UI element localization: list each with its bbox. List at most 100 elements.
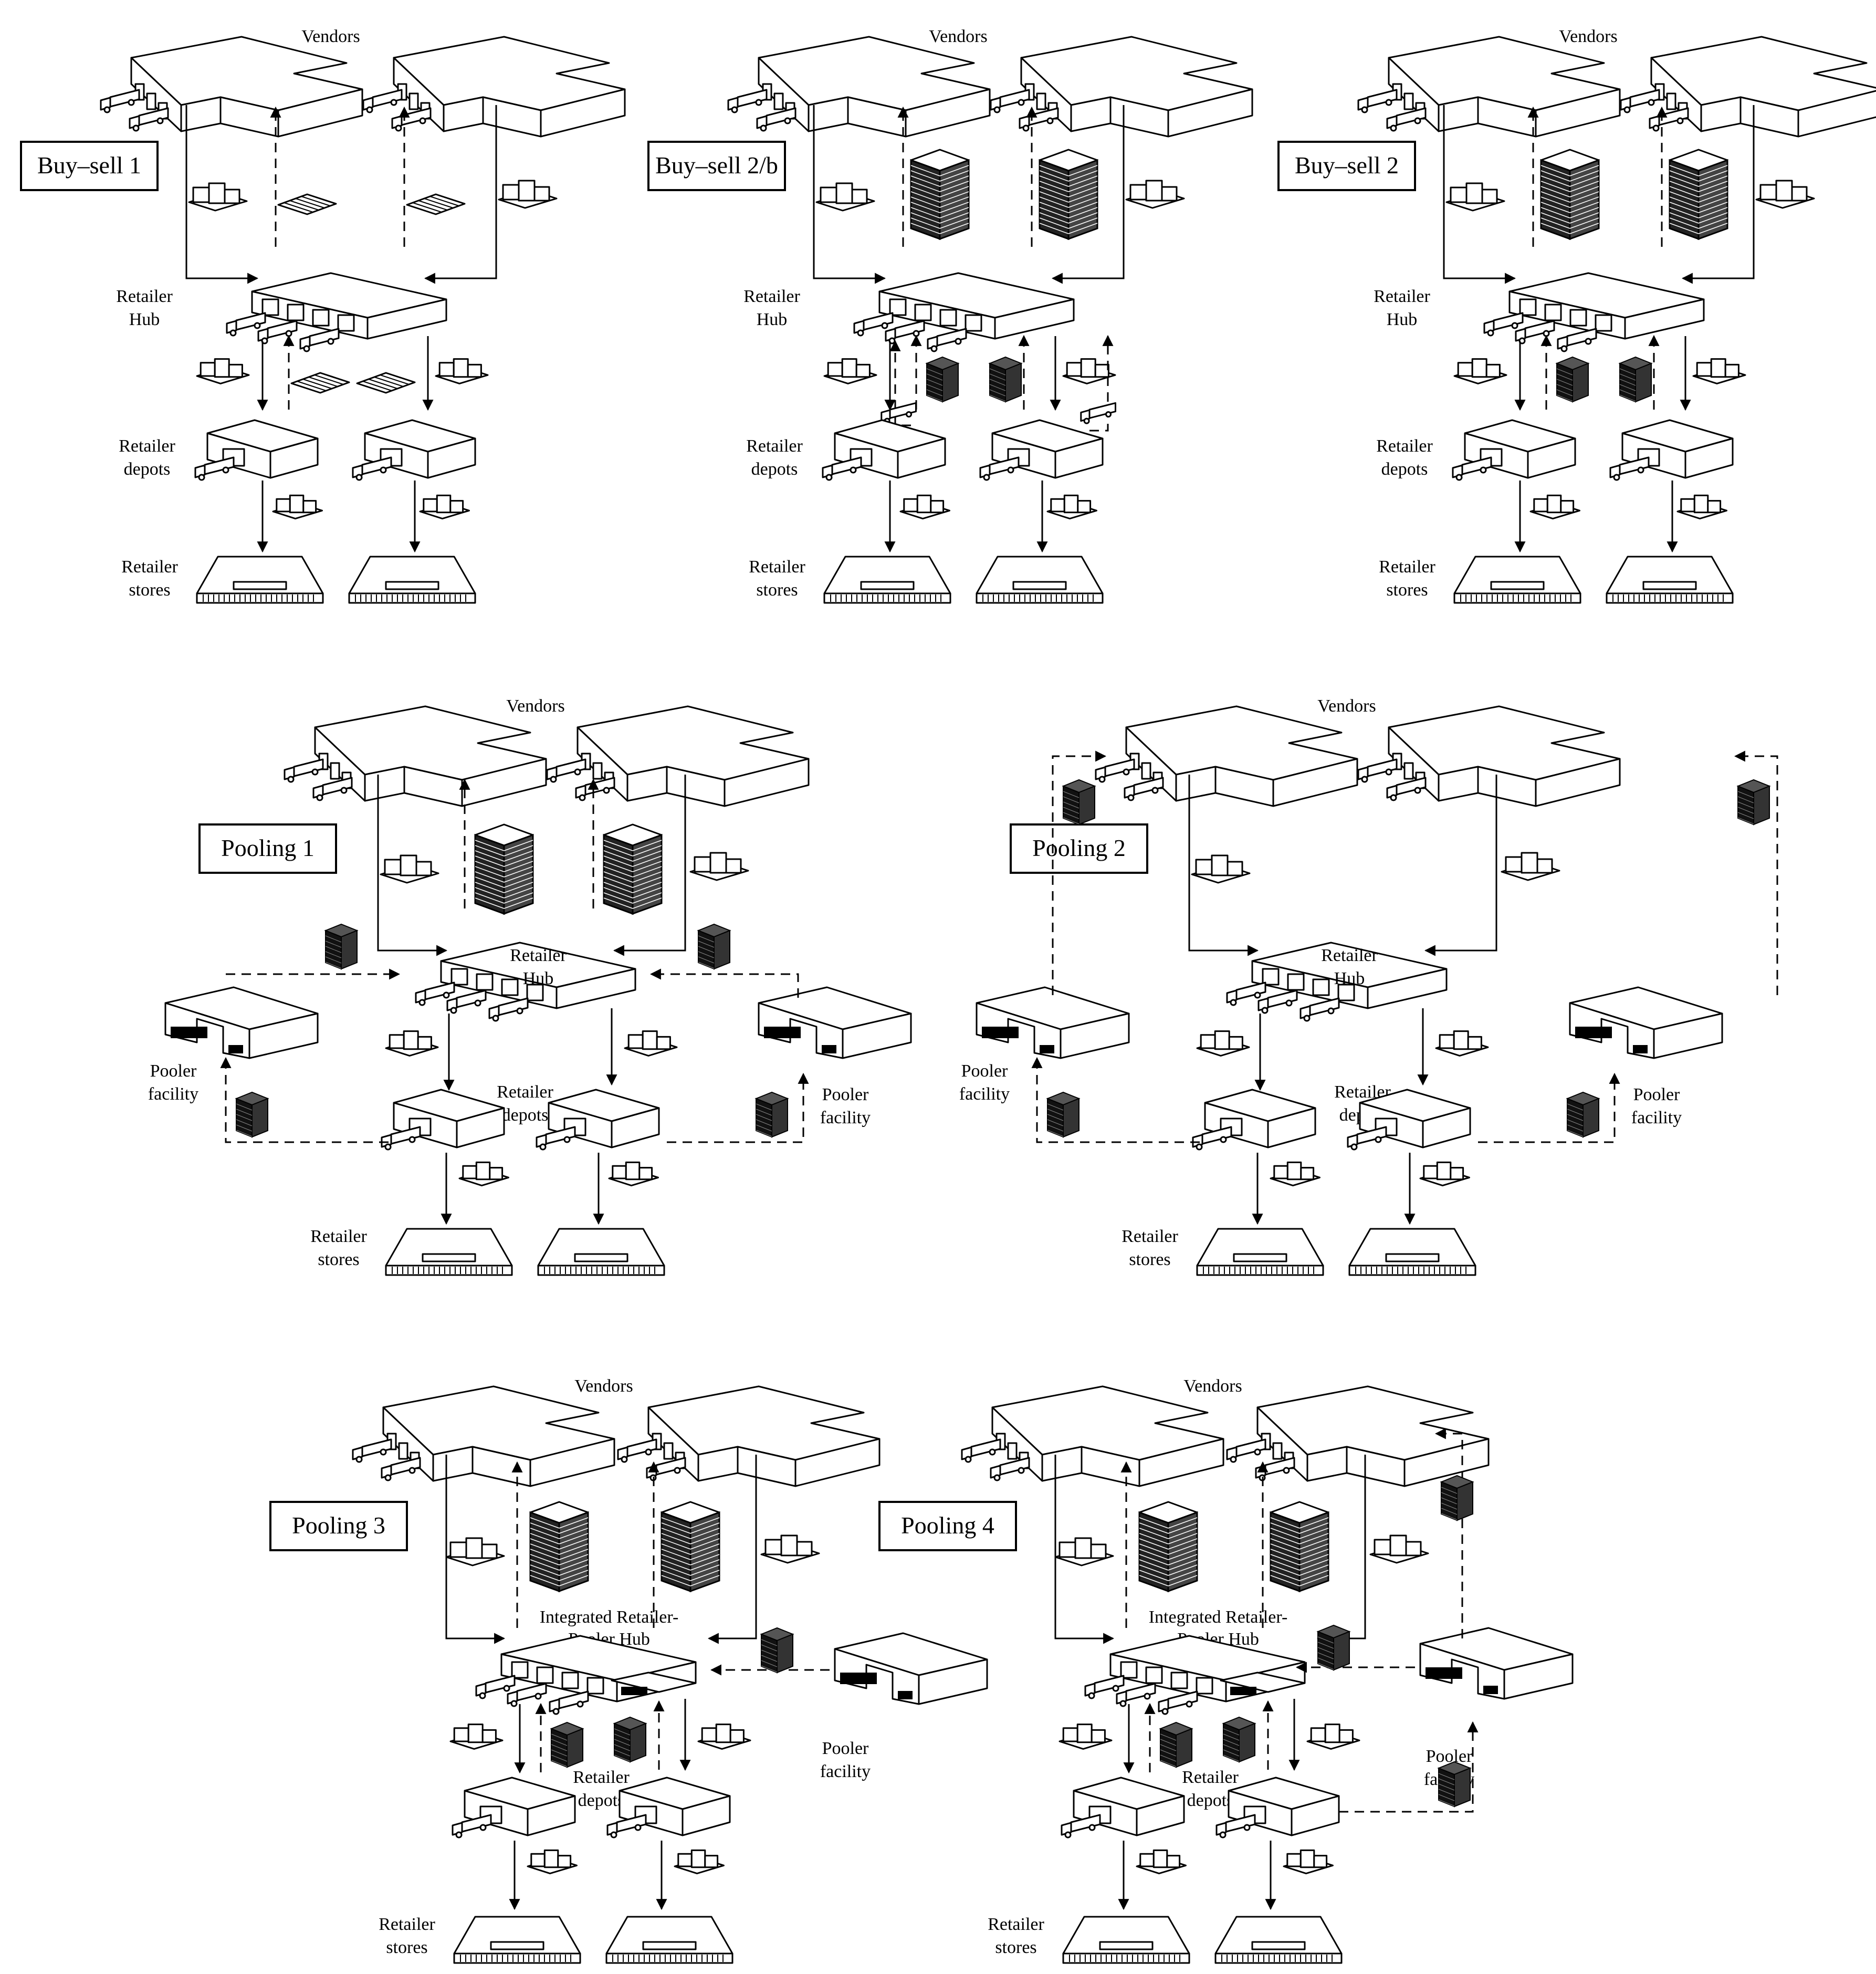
retailer-store-icon xyxy=(823,556,951,604)
mixed-pallet-icon xyxy=(608,1161,659,1187)
retailer-hub-icon xyxy=(226,272,447,352)
crate-stack-icon xyxy=(1138,1501,1198,1593)
truck-icon xyxy=(1084,1675,1125,1699)
goods-flow-arrow xyxy=(1424,775,1497,956)
vendor-warehouse-icon xyxy=(1226,1385,1490,1487)
truck-icon xyxy=(1158,1690,1198,1715)
retailer-stores-label-line2: stores xyxy=(129,580,170,600)
retailer-store-icon xyxy=(1348,1228,1476,1276)
retailer-store-icon xyxy=(605,1916,733,1964)
vendor-warehouse-icon xyxy=(546,705,810,807)
retailer-store-icon xyxy=(537,1228,665,1276)
mixed-pallet-icon xyxy=(445,1537,505,1566)
retailer-store-icon xyxy=(1606,556,1734,604)
integrated-hub-icon xyxy=(475,1635,697,1715)
panel-title-text: Pooling 2 xyxy=(1032,834,1126,861)
vendor-warehouse-icon xyxy=(1095,705,1358,807)
mixed-pallet-icon xyxy=(1270,1161,1320,1187)
mixed-pallet-icon xyxy=(1306,1724,1360,1750)
pooler-facility-label-line2: facility xyxy=(820,1108,871,1127)
retailer-stores-label-line2: stores xyxy=(995,1938,1036,1957)
pooler-facility-label-line2: facility xyxy=(148,1084,198,1104)
truck-icon xyxy=(1452,456,1492,481)
pooler-facility-label-line1: Pooler xyxy=(150,1061,197,1081)
mixed-pallet-icon xyxy=(1283,1849,1334,1875)
return-flow-arrow xyxy=(220,1057,389,1143)
truck-icon xyxy=(226,312,266,337)
pooler-facility-label-line1: Pooler xyxy=(961,1061,1008,1081)
retailer-stores-label-line2: stores xyxy=(386,1938,427,1957)
mixed-pallet-icon xyxy=(272,494,323,520)
return-flow-arrow xyxy=(1089,335,1114,432)
integrated-pooler-part-icon xyxy=(1220,1672,1306,1695)
retailer-stores-label-line1: Retailer xyxy=(310,1227,367,1246)
integrated-pooler-part-icon xyxy=(611,1672,697,1695)
truck-icon xyxy=(352,456,392,481)
truck-icon xyxy=(756,107,796,132)
truck-icon xyxy=(979,456,1020,481)
truck-icon xyxy=(1116,1683,1156,1707)
retailer-depot-icon xyxy=(536,1089,660,1151)
panel-title-p1: Pooling 1 xyxy=(198,823,337,874)
crate-icon xyxy=(1618,356,1653,403)
pooler-facility-icon xyxy=(834,1632,988,1705)
mixed-pallet-icon xyxy=(1755,180,1815,209)
mixed-pallet-icon xyxy=(1692,358,1746,384)
truck-icon xyxy=(1124,777,1164,801)
crate-stack-icon xyxy=(529,1501,589,1593)
crate-icon xyxy=(235,1091,269,1138)
retailer-store-icon xyxy=(976,556,1104,604)
mixed-pallet-icon xyxy=(458,1161,509,1187)
truck-icon xyxy=(885,320,925,344)
truck-icon xyxy=(853,312,894,337)
retailer-hub-label-line1: Retailer xyxy=(1321,946,1378,965)
pooler-facility-label-line1: Pooler xyxy=(822,1739,869,1758)
mixed-pallet-icon xyxy=(419,494,470,520)
integrated-hub-label-line1: Integrated Retailer- xyxy=(540,1607,679,1627)
vendor-warehouse-icon xyxy=(1357,36,1621,138)
retailer-depots-label-line1: Retailer xyxy=(1182,1768,1239,1787)
pooler-facility-icon xyxy=(758,986,912,1059)
truck-icon xyxy=(312,777,353,801)
goods-flow-arrow xyxy=(1051,105,1125,284)
truck-icon xyxy=(1061,1814,1101,1839)
return-flow-arrow xyxy=(1031,1057,1200,1143)
panel-title-text: Pooling 1 xyxy=(221,834,315,861)
truck-icon xyxy=(606,1814,647,1839)
mixed-pallet-icon xyxy=(899,494,950,520)
truck-icon xyxy=(1215,1814,1256,1839)
goods-flow-arrow xyxy=(613,775,686,956)
crate-icon xyxy=(1062,779,1096,826)
retailer-stores-label-line1: Retailer xyxy=(1379,557,1435,577)
crate-stack-icon xyxy=(1669,149,1728,241)
mixed-pallet-icon xyxy=(449,1724,504,1750)
retailer-depot-icon xyxy=(1061,1777,1185,1839)
empty-pallet-icon xyxy=(290,372,350,394)
retailer-stores-label-line2: stores xyxy=(318,1250,359,1269)
truck-icon xyxy=(488,997,529,1022)
mixed-pallet-icon xyxy=(1136,1849,1187,1875)
retailer-depots-label-line1: Retailer xyxy=(746,436,803,456)
retailer-hub-label-line2: Hub xyxy=(1387,310,1418,329)
crate-icon xyxy=(1736,779,1771,826)
truck-icon xyxy=(1357,89,1398,113)
truck-icon xyxy=(381,1126,421,1151)
truck-icon xyxy=(194,456,235,481)
truck-icon xyxy=(1095,758,1135,783)
truck-icon xyxy=(990,89,1030,113)
truck-icon xyxy=(284,758,324,783)
mixed-pallet-icon xyxy=(1058,1724,1113,1750)
integrated-hub-label-line1: Integrated Retailer- xyxy=(1149,1607,1288,1627)
vendor-warehouse-icon xyxy=(1620,36,1876,138)
goods-flow-arrow xyxy=(377,775,448,956)
panel-title-p3: Pooling 3 xyxy=(269,1501,408,1551)
mixed-pallet-icon xyxy=(385,1030,439,1057)
retailer-hub-label-line1: Retailer xyxy=(743,287,800,306)
return-flow-arrow xyxy=(1339,1721,1479,1813)
truck-icon xyxy=(362,89,403,113)
truck-icon xyxy=(1080,402,1116,424)
